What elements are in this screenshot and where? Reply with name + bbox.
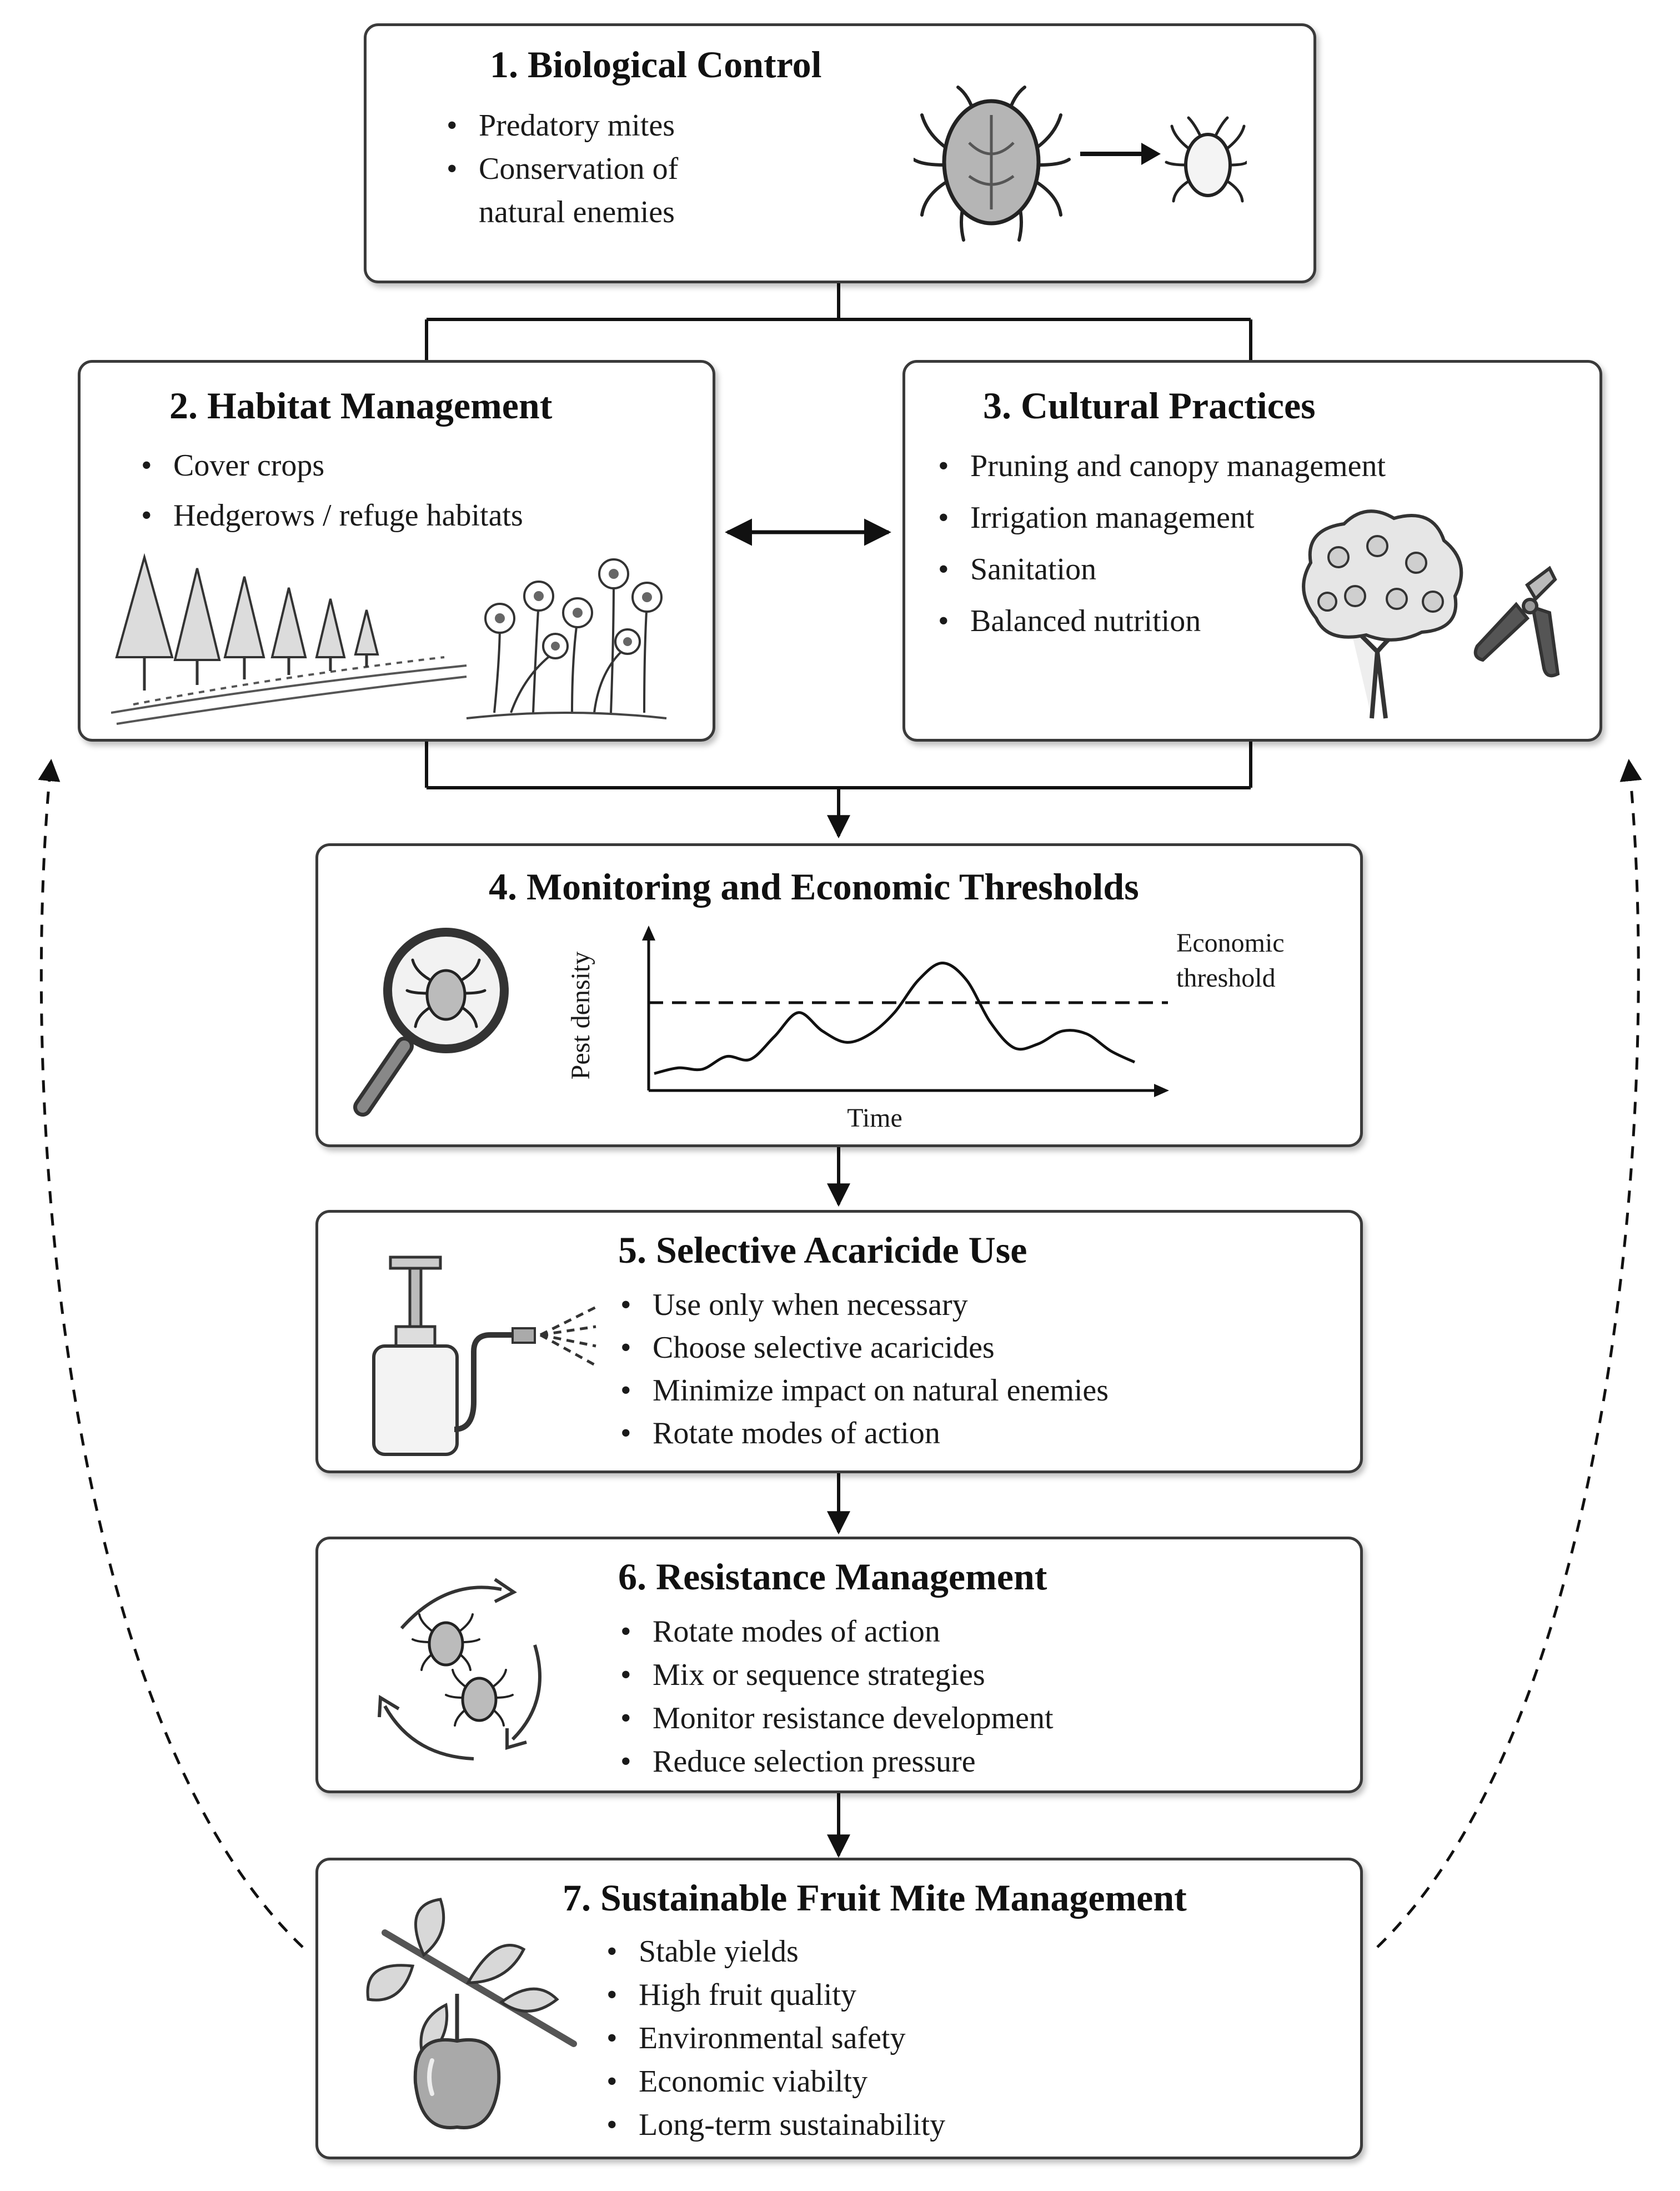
list-item: Balanced nutrition (936, 596, 1386, 647)
box-title: 3. Cultural Practices (983, 384, 1316, 427)
bullet-list: Stable yields High fruit quality Environ… (604, 1930, 945, 2147)
x-axis-arrowhead (1154, 1084, 1169, 1097)
list-item: Hedgerows / refuge habitats (139, 491, 523, 541)
box-resistance-management: 6. Resistance Management Rotate modes of… (315, 1537, 1363, 1793)
box-title: 5. Selective Acaricide Use (618, 1229, 1027, 1271)
feedback-arrow-left (38, 759, 304, 1948)
bullet-list: Use only when necessary Choose selective… (618, 1284, 1109, 1455)
list-item: Mix or sequence strategies (618, 1653, 1054, 1697)
y-axis-arrowhead (642, 926, 655, 941)
monitoring-chart: Pest density Time Economic threshold (566, 926, 1285, 1133)
magnifying-glass-mite-icon (353, 928, 509, 1117)
threshold-label-line1: Economic (1176, 928, 1285, 958)
connector-2-3-to-4 (425, 742, 1252, 789)
list-item: Long-term sustainability (604, 2103, 945, 2147)
chart-series (654, 961, 1136, 1075)
list-item: Sanitation (936, 544, 1386, 596)
list-item: Economic viabilty (604, 2060, 945, 2103)
box-title: 6. Resistance Management (618, 1555, 1047, 1598)
bullet-list: Predatory mites Conservation of natural … (444, 104, 768, 234)
list-item: Irrigation management (936, 492, 1386, 544)
list-item: Conservation of natural enemies (444, 147, 768, 234)
list-item: Stable yields (604, 1930, 945, 1973)
list-item: Pruning and canopy management (936, 441, 1386, 492)
list-item: Use only when necessary (618, 1284, 1109, 1327)
chart-xlabel: Time (847, 1103, 902, 1133)
pest-density-line (654, 961, 1136, 1075)
list-item: High fruit quality (604, 1973, 945, 2017)
list-item: Cover crops (139, 441, 523, 491)
list-item: Rotate modes of action (618, 1610, 1054, 1653)
list-item: Environmental safety (604, 2017, 945, 2060)
bullet-list: Pruning and canopy management Irrigation… (936, 441, 1386, 647)
box-title: 1. Biological Control (490, 43, 822, 86)
box-title: 7. Sustainable Fruit Mite Management (563, 1877, 1187, 1919)
trees-and-flowers-icon (111, 553, 667, 725)
list-item: Minimize impact on natural enemies (618, 1369, 1109, 1412)
fruit-tree-and-pruners-icon (1302, 509, 1560, 719)
bullet-list: Cover crops Hedgerows / refuge habitats (139, 441, 523, 541)
feedback-arrow-right (1376, 759, 1642, 1948)
connector-1-to-2-3 (425, 283, 1252, 360)
threshold-label-line2: threshold (1176, 963, 1276, 993)
sprayer-icon (372, 1255, 597, 1456)
mite-predator-prey-icon (914, 86, 1247, 242)
apple-branch-icon (366, 1898, 577, 2129)
rotation-cycle-mites-icon (378, 1578, 541, 1760)
list-item: Rotate modes of action (618, 1412, 1109, 1455)
bullet-list: Rotate modes of action Mix or sequence s… (618, 1610, 1054, 1783)
list-item: Monitor resistance development (618, 1697, 1054, 1740)
box-selective-acaricide: 5. Selective Acaricide Use Use only when… (315, 1210, 1363, 1473)
list-item: Predatory mites (444, 104, 768, 147)
chart-axes (642, 926, 1169, 1097)
box-biological-control: 1. Biological Control Predatory mites Co… (364, 23, 1316, 283)
box-monitoring: 4. Monitoring and Economic Thresholds Pe… (315, 843, 1363, 1147)
chart-ylabel: Pest density (566, 952, 595, 1080)
list-item: Reduce selection pressure (618, 1740, 1054, 1783)
box-habitat-management: 2. Habitat Management Cover crops Hedger… (78, 360, 715, 742)
list-item: Choose selective acaricides (618, 1327, 1109, 1369)
box-sustainable-management: 7. Sustainable Fruit Mite Management Sta… (315, 1858, 1363, 2159)
box-cultural-practices: 3. Cultural Practices Pruning and canopy… (902, 360, 1602, 742)
box-title: 2. Habitat Management (169, 384, 553, 427)
box-title: 4. Monitoring and Economic Thresholds (489, 866, 1139, 908)
